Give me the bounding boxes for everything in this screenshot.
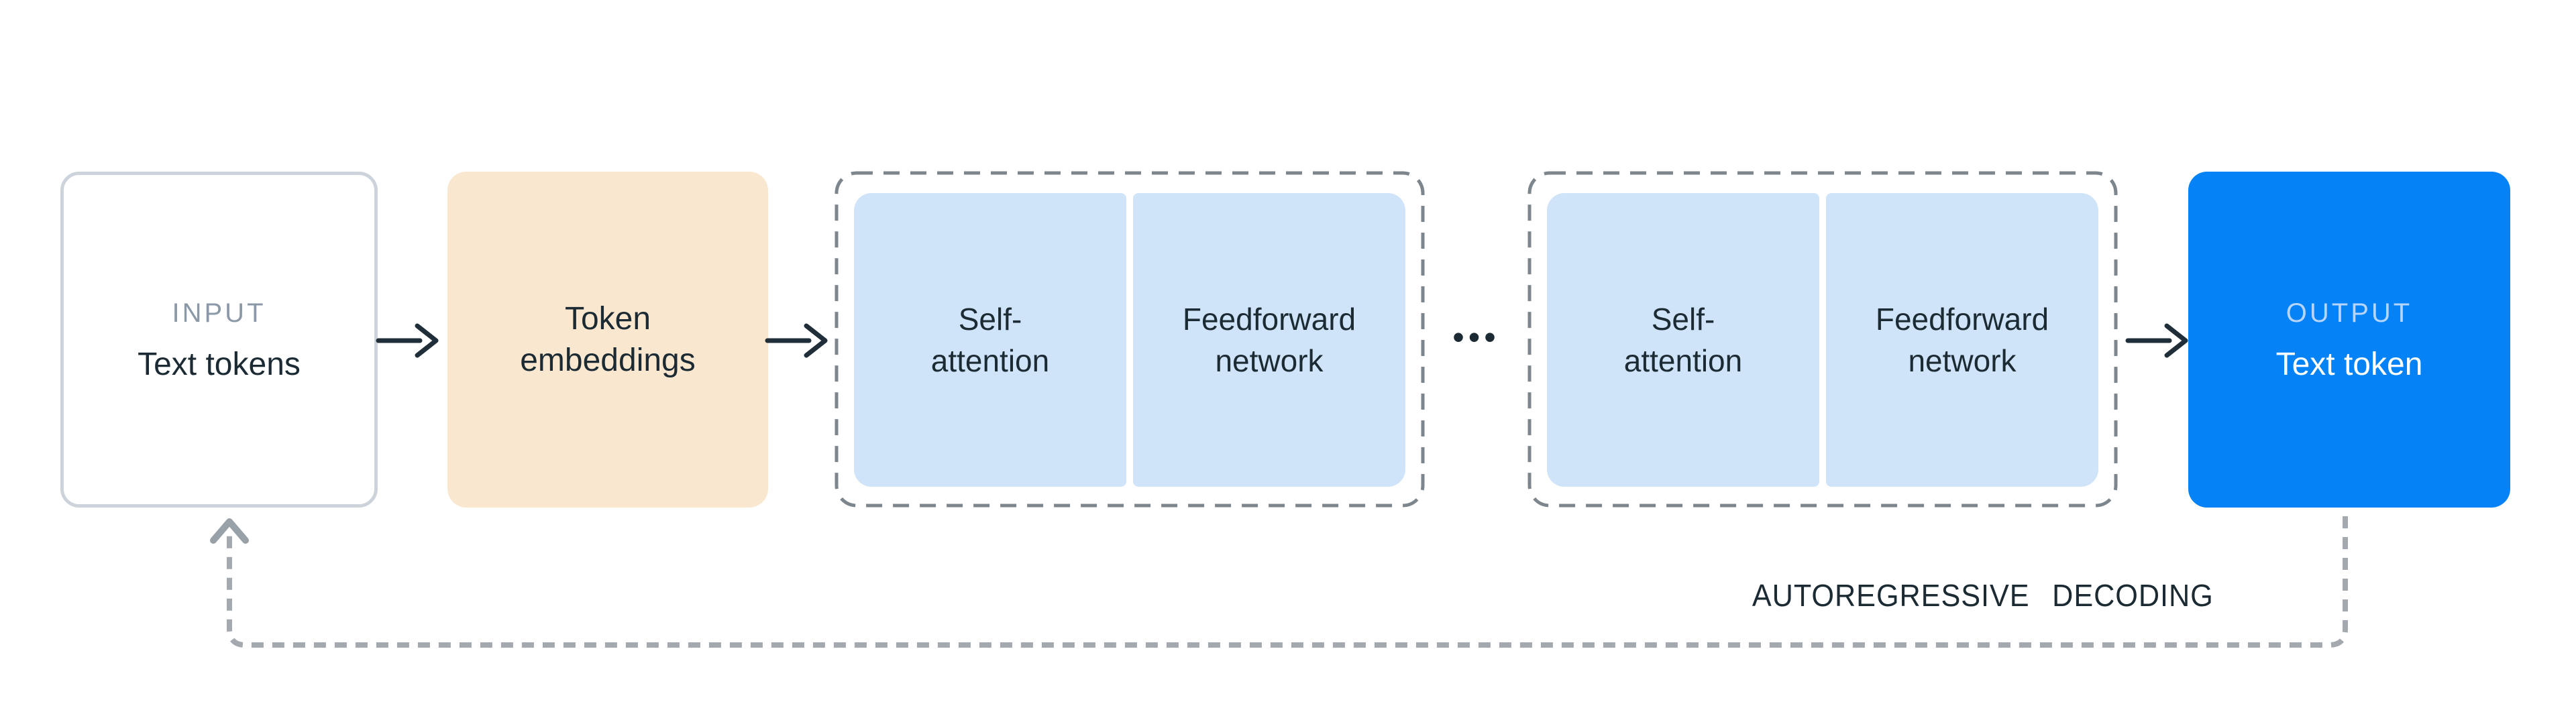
transformer-block-1: Self- attention Feedforward network	[835, 171, 1425, 508]
ellipsis-icon: •••	[1452, 318, 1500, 356]
feedforward-line1: Feedforward	[1182, 302, 1356, 337]
self-attention-line1: Self-	[958, 302, 1022, 337]
feedforward-network-sublayer: Feedforward network	[1826, 193, 2098, 487]
token-embeddings-line1: Token	[564, 300, 651, 337]
loop-arrowhead-icon	[210, 518, 249, 544]
dashed-frame	[1527, 171, 2118, 508]
feedforward-line1: Feedforward	[1875, 302, 2049, 337]
input-node: INPUT Text tokens	[60, 172, 378, 508]
transformer-block-2: Self- attention Feedforward network	[1527, 171, 2118, 508]
token-embeddings-node: Token embeddings	[447, 172, 768, 508]
feedforward-line2: network	[1908, 343, 2017, 378]
feedforward-network-sublayer: Feedforward network	[1133, 193, 1405, 487]
token-embeddings-line2: embeddings	[520, 342, 696, 378]
self-attention-line2: attention	[930, 343, 1050, 378]
self-attention-sublayer: Self- attention	[854, 193, 1126, 487]
input-kicker-label: INPUT	[172, 298, 266, 328]
feedforward-line2: network	[1215, 343, 1324, 378]
output-node: OUTPUT Text token	[2188, 172, 2510, 508]
flow-arrow-icon	[765, 323, 828, 358]
self-attention-line1: Self-	[1651, 302, 1715, 337]
output-text: Text token	[2275, 346, 2423, 382]
input-text: Text tokens	[138, 346, 301, 382]
self-attention-line2: attention	[1623, 343, 1743, 378]
self-attention-sublayer: Self- attention	[1547, 193, 1819, 487]
dashed-frame	[835, 171, 1425, 508]
flow-arrow-icon	[2125, 323, 2188, 358]
autoregressive-decoding-label: AUTOREGRESSIVE DECODING	[1752, 578, 2214, 613]
output-kicker-label: OUTPUT	[2286, 298, 2413, 328]
flow-arrow-icon	[376, 323, 439, 358]
